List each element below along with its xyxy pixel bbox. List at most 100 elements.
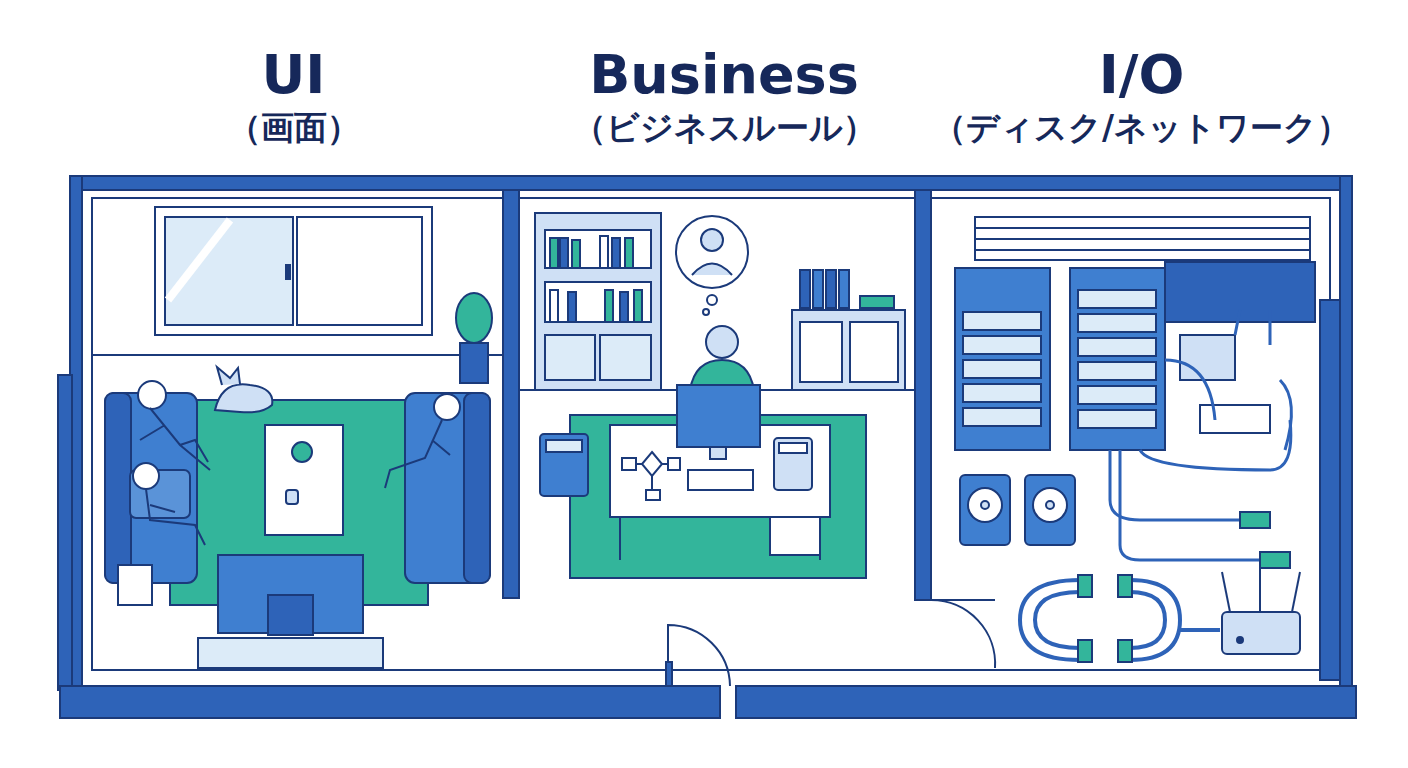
- server-room-part-part: [1235, 310, 1270, 345]
- server-room-part: [1025, 475, 1075, 545]
- server-room-part-part: [1118, 575, 1132, 597]
- server-room-part-part: [1118, 640, 1132, 662]
- living-room-part: [464, 393, 490, 583]
- living-room-part: [460, 343, 488, 383]
- living-room-part: [456, 293, 492, 343]
- office-room-part: [839, 270, 849, 308]
- living-room-part: [105, 393, 131, 583]
- server-room-part-part: [1078, 338, 1156, 356]
- living-room-part-part: [138, 381, 166, 409]
- server-room-part: [1033, 488, 1067, 522]
- room-title: Business: [457, 44, 991, 106]
- server-room-part-part: [1078, 640, 1092, 662]
- office-room-part: [860, 296, 894, 308]
- office-room-part: [707, 295, 717, 305]
- living-room-part: [133, 381, 460, 545]
- room-subtitle: （ディスク/ネットワーク）: [871, 106, 1408, 150]
- server-room-part-part: [963, 408, 1041, 426]
- server-room-part-part: [1078, 362, 1156, 380]
- room-area: I/O（ディスク/ネットワーク）: [931, 176, 1352, 718]
- room-heading: UI（画面）: [10, 44, 577, 150]
- office-room-part: [710, 447, 726, 459]
- living-room-part: [118, 565, 152, 605]
- office-room-part: [800, 270, 810, 308]
- office-room-part: [779, 443, 807, 453]
- server-room-part-part: [1280, 380, 1291, 450]
- office-room-part: [677, 385, 760, 447]
- office-room-part: [540, 434, 588, 496]
- office-room-part: [826, 270, 836, 308]
- server-room-part: [975, 249, 1310, 251]
- office-room-part: [600, 335, 651, 380]
- living-room-part: [105, 393, 197, 583]
- server-room-part-part: [1240, 512, 1270, 528]
- server-room-part-part: [1078, 290, 1156, 308]
- walls: [58, 176, 1356, 718]
- office-room-part-part: [605, 290, 613, 322]
- walls-part: [58, 375, 72, 690]
- office-room-part: [668, 458, 680, 470]
- server-room-part-part: [1165, 360, 1215, 420]
- server-room-part-part: [1078, 314, 1156, 332]
- server-room-part: [960, 475, 1010, 545]
- door-part: [668, 625, 730, 686]
- office-room-part-part: [620, 292, 628, 322]
- living-room-part: [286, 490, 298, 504]
- walls-part: [1340, 176, 1352, 686]
- server-room-part-part: [1130, 580, 1180, 660]
- server-room-part-part: [963, 360, 1041, 378]
- living-room-part-part: [146, 489, 205, 545]
- living-room-part-part: [385, 420, 450, 488]
- server-room-part: [975, 238, 1310, 240]
- room-heading: Business（ビジネスルール）: [457, 44, 991, 150]
- office-room-part: [636, 464, 668, 490]
- office-room-part: [619, 517, 621, 560]
- office-room-part: [703, 309, 709, 315]
- room-heading: I/O（ディスク/ネットワーク）: [871, 44, 1408, 150]
- server-room-part: [1046, 501, 1054, 509]
- room-area: UI（画面）: [70, 176, 517, 718]
- walls-part: [60, 686, 720, 718]
- living-room-part: [215, 384, 272, 412]
- office-room-part-part: [600, 236, 608, 268]
- living-room-part: [286, 265, 290, 279]
- living-room-part: [168, 220, 230, 300]
- office-room-part: [676, 216, 748, 288]
- office-room-part: [688, 470, 753, 490]
- server-room-part-part: [963, 336, 1041, 354]
- living-room-part: [405, 393, 490, 583]
- server-room: [955, 217, 1315, 662]
- walls-part: [736, 686, 1356, 718]
- server-room-part-part: [1078, 386, 1156, 404]
- server-room-part: [1070, 268, 1165, 450]
- server-room-part: [1222, 572, 1230, 612]
- floor-part: [82, 189, 1340, 686]
- office-room-part-part: [625, 238, 633, 268]
- server-room-part: [955, 268, 1050, 450]
- office-room-part-part: [550, 238, 558, 268]
- living-room-part: [217, 367, 240, 385]
- living-room-part: [198, 638, 383, 668]
- office-room-part-part: [560, 238, 568, 268]
- office-room-part: [646, 490, 660, 500]
- server-room-part-part: [963, 312, 1041, 330]
- server-room-part: [1292, 572, 1300, 612]
- office-room-part: [800, 322, 842, 382]
- server-room-part: [963, 290, 1156, 428]
- server-room-part-part: [1140, 420, 1291, 470]
- room-title: I/O: [871, 44, 1408, 106]
- living-room: [92, 207, 503, 668]
- server-room-part-part: [963, 384, 1041, 402]
- living-room-part: [165, 217, 293, 325]
- server-room-part: [1078, 575, 1132, 662]
- walls-part: [70, 176, 1352, 190]
- server-room-part-part: [1180, 628, 1220, 632]
- office-room: [519, 213, 915, 578]
- office-room-part: [550, 236, 642, 322]
- office-room-part: [701, 229, 723, 251]
- office-room-part: [792, 310, 905, 390]
- living-room-part: [155, 207, 432, 335]
- office-room-part: [774, 438, 812, 490]
